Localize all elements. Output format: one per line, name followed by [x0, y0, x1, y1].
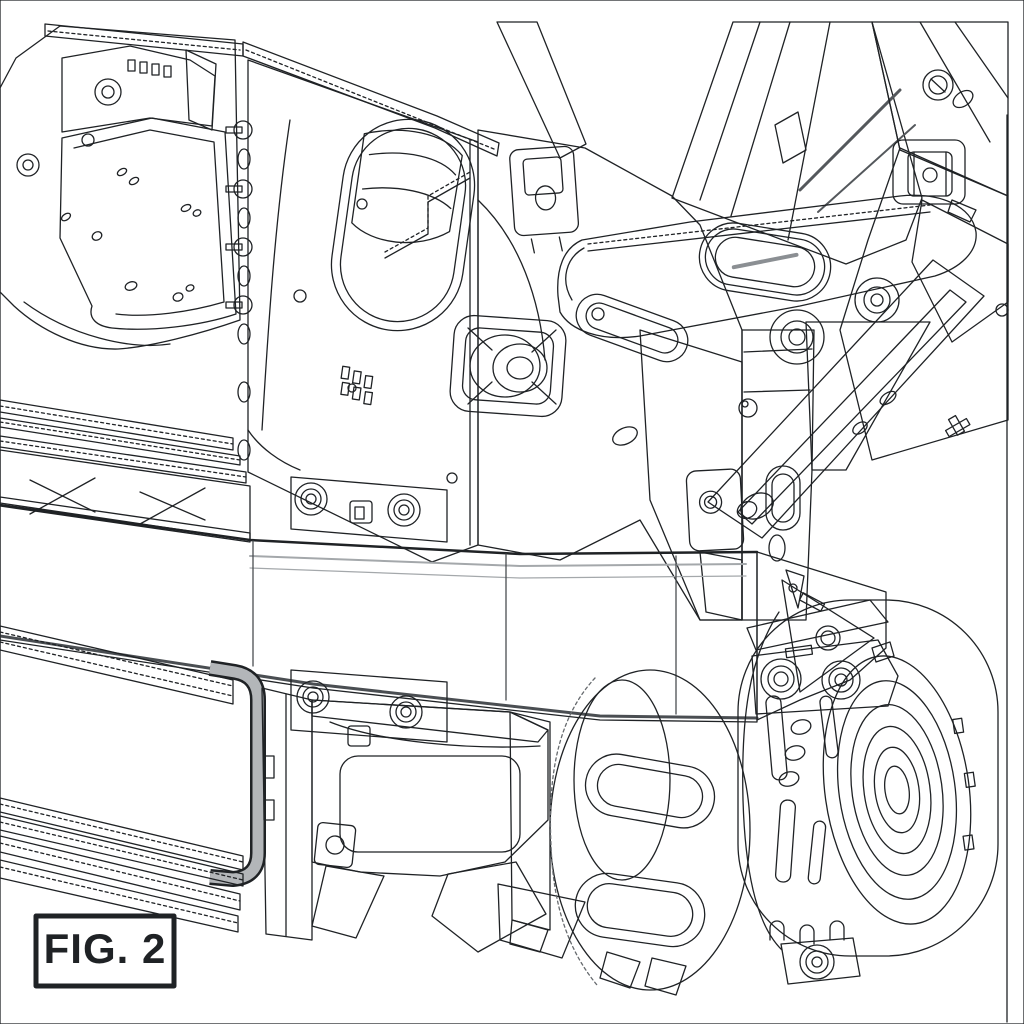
clamp-bottom-flange: [780, 937, 861, 985]
frame-horn: [736, 329, 815, 621]
slot-stadium: [575, 293, 689, 363]
hex-bolt: [760, 658, 802, 700]
screw-boss: [922, 69, 954, 101]
arm-slot: [698, 222, 832, 302]
fastener-column: [225, 120, 253, 461]
clamp-slots: [765, 695, 845, 945]
clamp-top-flange: [751, 639, 899, 715]
lower-bracket-assembly: [261, 687, 586, 959]
side-rails-left: [0, 399, 251, 543]
beam-mounting-plates: [290, 476, 448, 747]
tab-with-hole: [313, 821, 357, 869]
figure-label: FIG. 2: [33, 913, 177, 989]
clip-bracket-right: [892, 139, 977, 223]
frame-rail-right: [839, 21, 1009, 461]
engine-bay-assembly: [0, 23, 244, 350]
figure-label-box: [33, 913, 177, 989]
t-bolt: [944, 414, 971, 438]
figure-label-text: FIG. 2: [44, 925, 167, 972]
bolt-pad: [685, 468, 745, 552]
hex-bolt: [799, 944, 835, 980]
vent-comb: [340, 365, 374, 406]
washer-bosses: [769, 277, 900, 365]
side-lug-lower: [574, 872, 706, 948]
surface-marks: [60, 167, 202, 302]
radiator-support-pillar: [225, 41, 500, 563]
push-pin-fastener: [225, 120, 253, 315]
tow-hook-boss: [449, 314, 567, 418]
upper-brace-arm: [557, 194, 977, 339]
pillar-oval-opening: [330, 118, 476, 332]
canister-assembly: [549, 599, 999, 996]
bumper-beam: [0, 476, 887, 747]
center-panel: [449, 21, 745, 621]
collar-rings: [822, 655, 976, 925]
side-lug-upper: [584, 753, 716, 829]
diagonal-strut: [707, 259, 985, 539]
grommet-ring: [94, 78, 122, 106]
comb-teeth: [127, 59, 172, 78]
frame-rail-left: [671, 21, 923, 265]
clip-bracket-left: [509, 145, 580, 254]
hex-bolt: [821, 660, 861, 700]
lower-grille-frame: [0, 625, 266, 933]
